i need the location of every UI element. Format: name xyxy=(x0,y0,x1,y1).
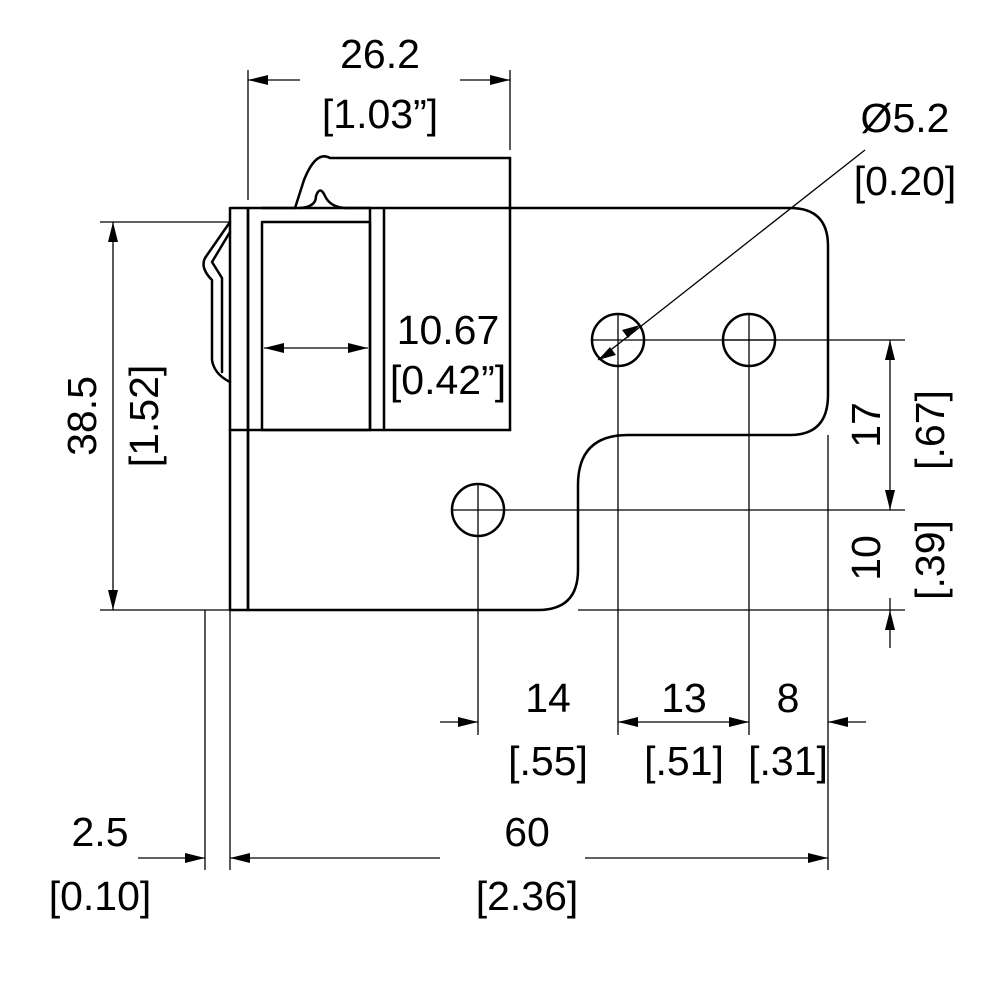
dim-hole-space-inch: [.51] xyxy=(644,738,724,784)
dim-hole-bottom-inch: [.39] xyxy=(907,520,953,600)
dim-hole-dia-mm: Ø5.2 xyxy=(861,95,950,141)
dim-top-width-inch: [1.03”] xyxy=(322,91,438,137)
dim-hole-vspace-inch: [.67] xyxy=(907,390,953,470)
dim-thickness-inch: [0.10] xyxy=(49,873,152,919)
dim-hole-vspace-mm: 17 xyxy=(843,402,889,448)
extension-lines xyxy=(100,70,905,870)
hole-lower xyxy=(450,482,506,538)
dim-hole-left-mm: 14 xyxy=(525,675,571,721)
dim-top-width-mm: 26.2 xyxy=(340,31,420,77)
dim-overall-inch: [2.36] xyxy=(476,873,579,919)
bracket-outline xyxy=(202,155,830,612)
dim-overall-mm: 60 xyxy=(504,809,550,855)
dim-slot-width-mm: 10.67 xyxy=(397,307,500,353)
dim-hole-right-mm: 8 xyxy=(777,675,800,721)
dim-slot-width-inch: [0.42”] xyxy=(390,357,506,403)
dim-height-mm: 38.5 xyxy=(59,376,105,456)
dim-hole-dia-inch: [0.20] xyxy=(854,158,957,204)
dim-height-inch: [1.52] xyxy=(121,365,167,468)
dim-hole-right-inch: [.31] xyxy=(748,738,828,784)
dim-thickness-mm: 2.5 xyxy=(72,809,129,855)
dim-hole-space-mm: 13 xyxy=(661,675,707,721)
dimension-labels: 26.2 [1.03”] Ø5.2 [0.20] 10.67 [0.42”] 3… xyxy=(49,31,957,919)
dimension-lines xyxy=(108,75,895,863)
dim-hole-bottom-mm: 10 xyxy=(843,535,889,581)
dim-hole-left-inch: [.55] xyxy=(508,738,588,784)
